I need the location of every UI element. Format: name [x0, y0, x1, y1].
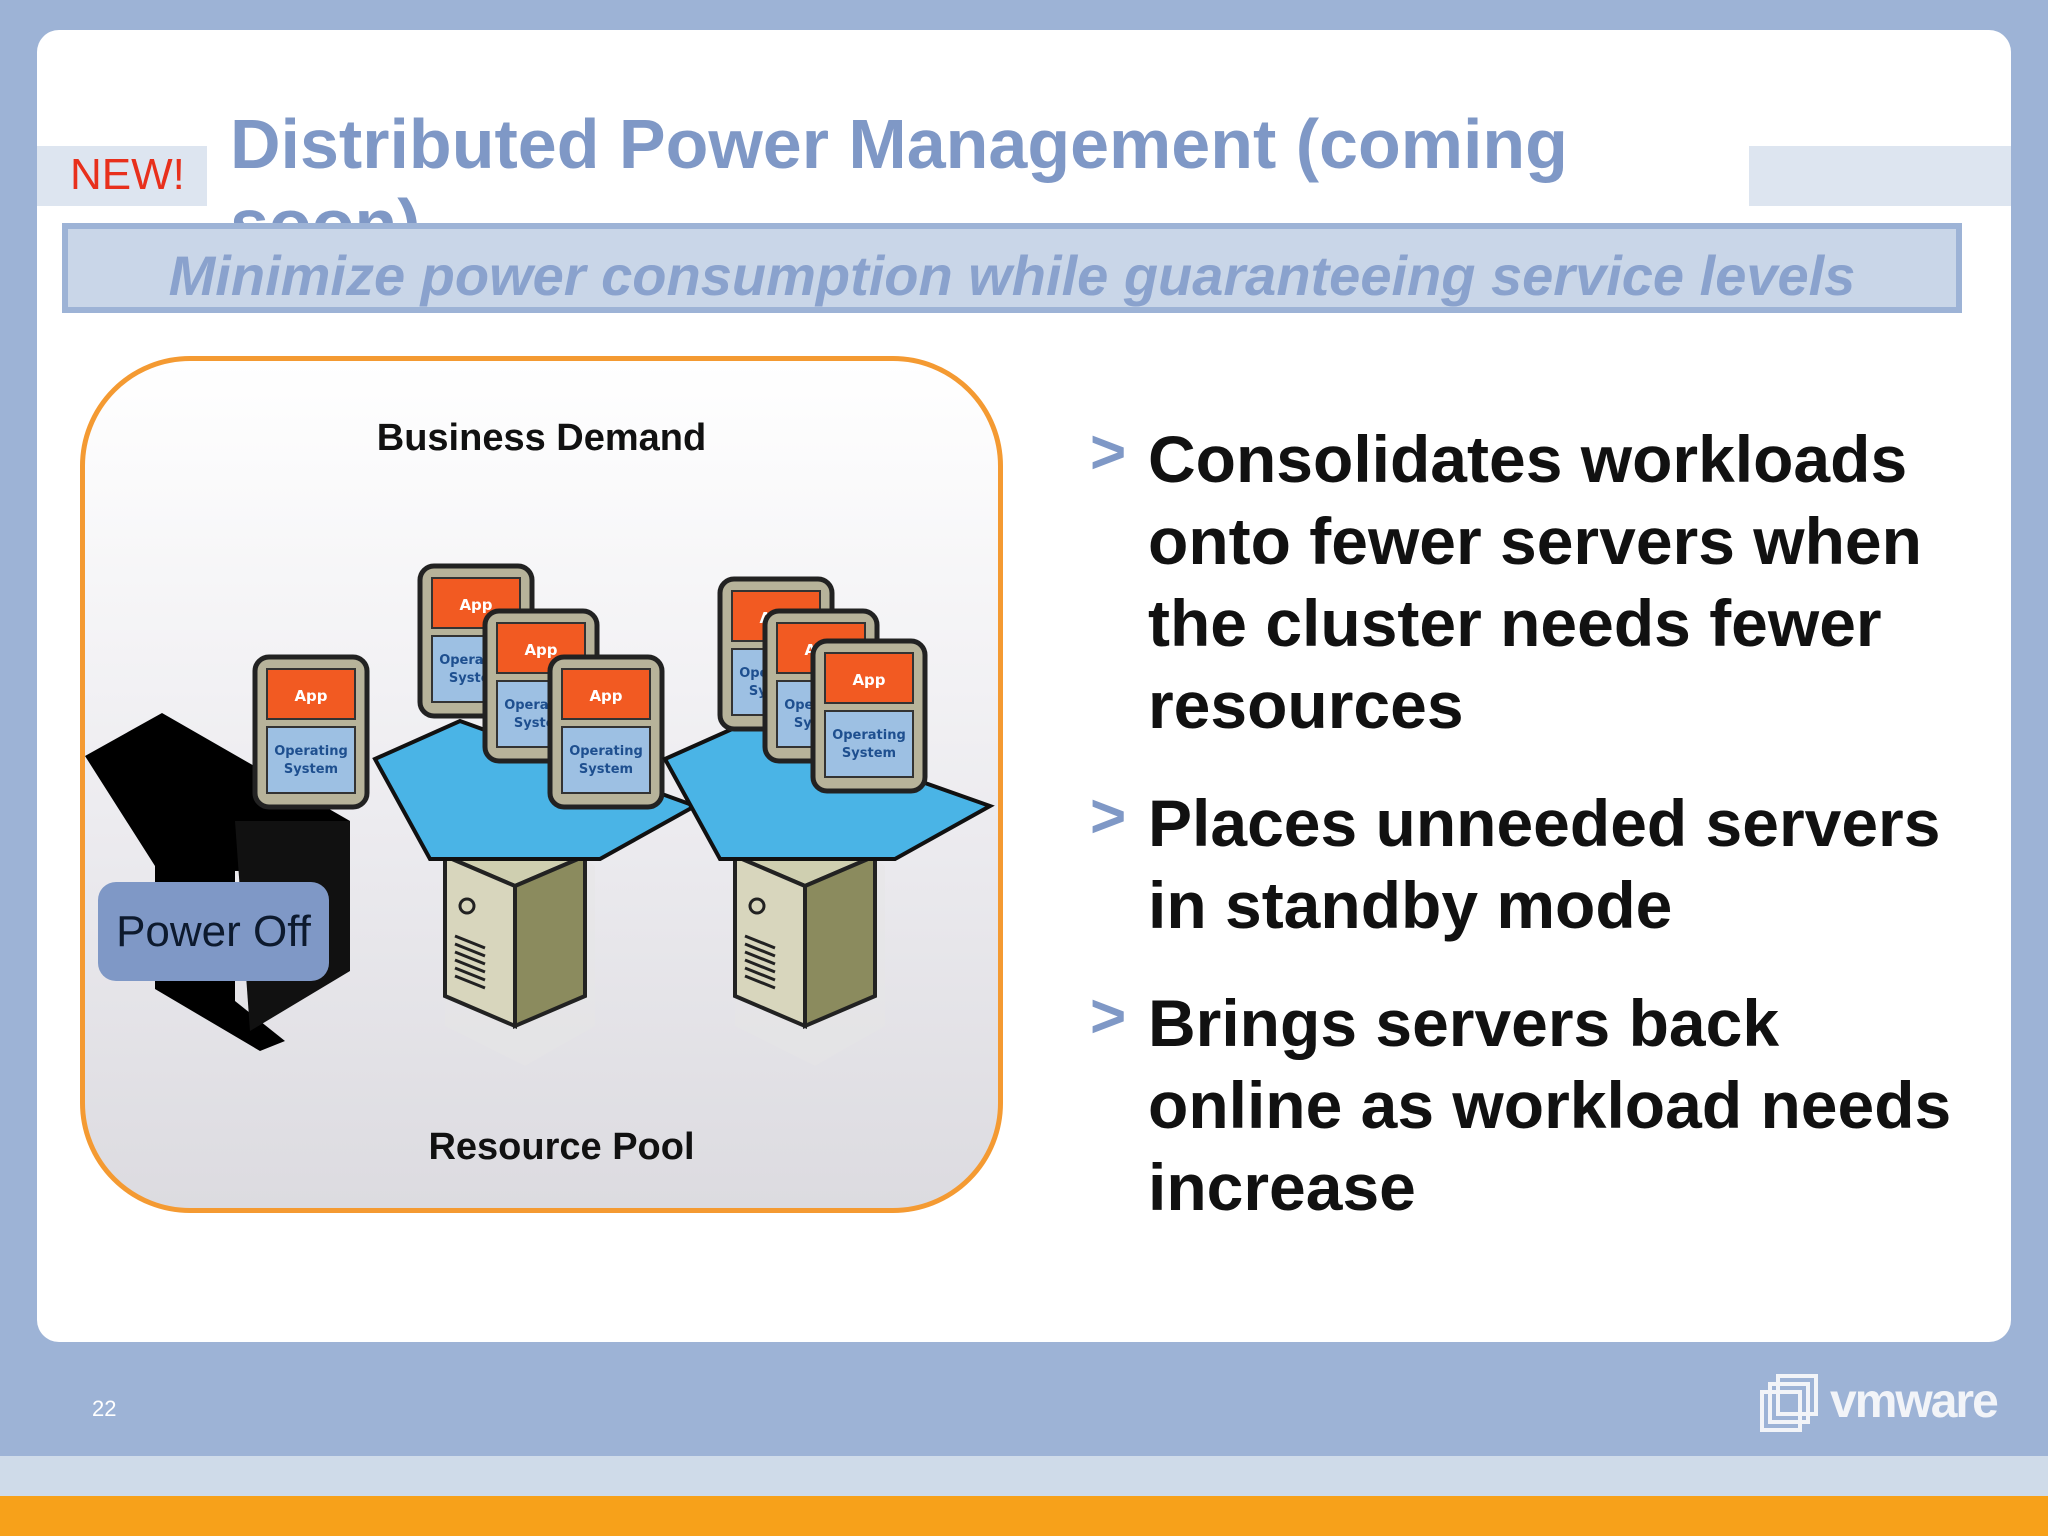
bullet-arrow-icon: >: [1090, 782, 1127, 851]
resource-pool-label: Resource Pool: [428, 1126, 695, 1168]
bullet-text: Places unneeded servers in standby mode: [1148, 786, 1941, 942]
power-off-label: Power Off: [98, 882, 329, 981]
vm-2c: [813, 641, 925, 791]
vmware-boxes-icon: [1760, 1374, 1818, 1432]
vmware-logo: vmware: [1760, 1372, 2000, 1432]
resource-pool-diagram: App Operating System: [85, 361, 995, 1068]
bullet-item: > Consolidates workloads onto fewer serv…: [1090, 418, 1990, 746]
footer-light-band: [0, 1456, 2048, 1496]
slide-subtitle: Minimize power consumption while guarant…: [168, 244, 1856, 307]
diagram-panel: Business Demand Resource Pool App Operat…: [80, 356, 1003, 1213]
vm-off-1: [255, 657, 367, 807]
bullet-text: Brings servers back online as workload n…: [1148, 986, 1952, 1224]
business-demand-label: Business Demand: [376, 417, 707, 459]
bullet-arrow-icon: >: [1090, 418, 1127, 487]
vmware-logo-text: vmware: [1830, 1375, 1999, 1428]
bullet-text: Consolidates workloads onto fewer server…: [1148, 422, 1922, 742]
slide-title: Distributed Power Management (coming soo…: [230, 105, 1568, 228]
bullet-item: > Places unneeded servers in standby mod…: [1090, 782, 1990, 946]
new-badge: NEW!: [70, 150, 185, 199]
server-1: [443, 824, 597, 1068]
vm-1c: [550, 657, 662, 807]
bullet-arrow-icon: >: [1090, 982, 1127, 1051]
server-2: [733, 824, 887, 1068]
title-band-left: [37, 146, 207, 206]
subtitle-box: Minimize power consumption while guarant…: [62, 223, 1962, 313]
page-number: 22: [92, 1396, 117, 1421]
bullet-list: > Consolidates workloads onto fewer serv…: [1090, 418, 1990, 1264]
server-1-platform: [372, 718, 700, 861]
bullet-item: > Brings servers back online as workload…: [1090, 982, 1990, 1228]
title-band-right: [1749, 146, 2011, 206]
footer-orange-band: [0, 1496, 2048, 1536]
